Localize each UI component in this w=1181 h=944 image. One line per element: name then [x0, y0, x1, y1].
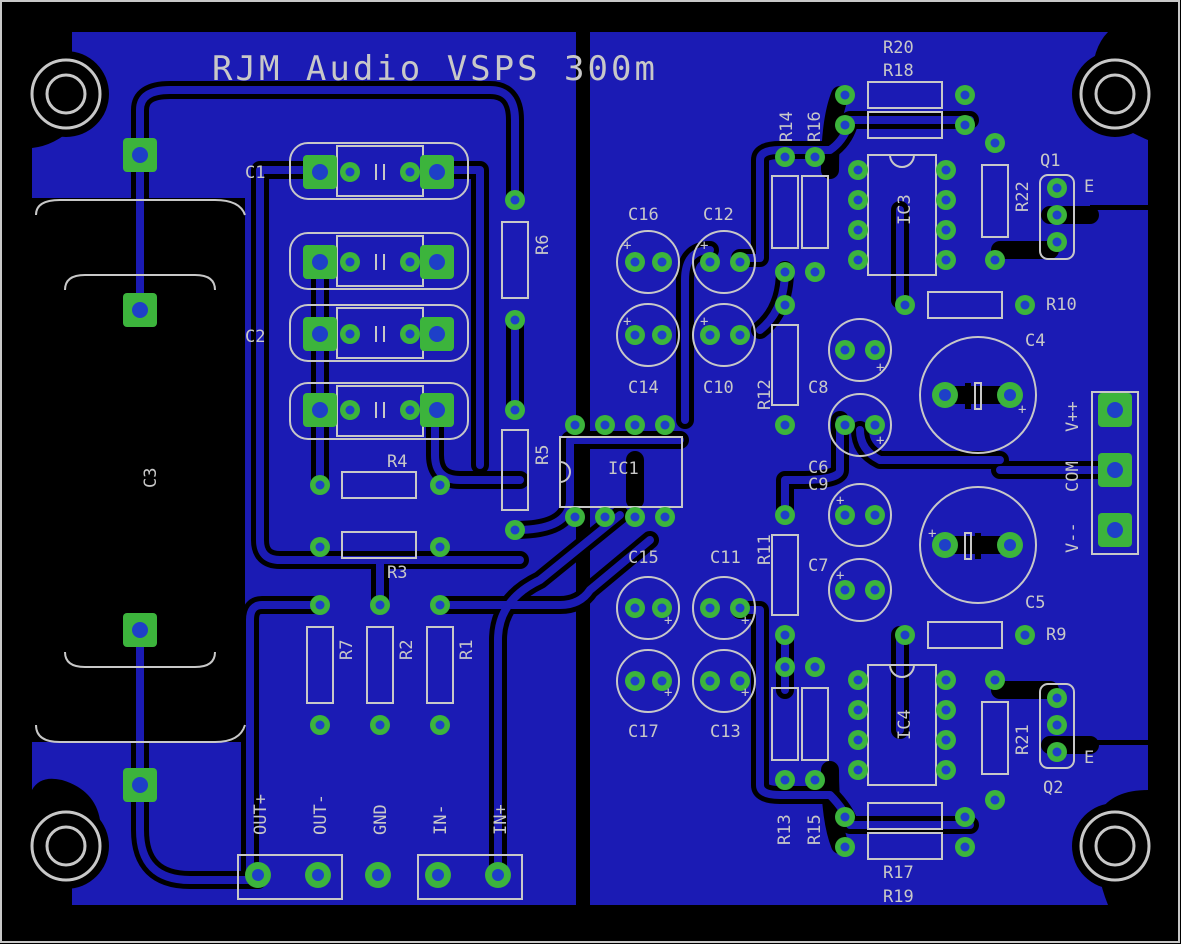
label-r16: R16	[805, 111, 825, 142]
label-c4: C4	[1025, 331, 1045, 351]
mounting-hole	[23, 803, 109, 889]
label-c11: C11	[710, 548, 741, 568]
cap-polarity-bars	[964, 382, 982, 560]
svg-text:+: +	[836, 493, 844, 509]
label-r11: R11	[755, 534, 775, 565]
label-c1: C1	[245, 163, 265, 183]
label-r14: R14	[777, 111, 797, 142]
label-c16: C16	[628, 205, 659, 225]
svg-text:+: +	[700, 238, 708, 254]
label-r18: R18	[883, 61, 914, 81]
label-r12: R12	[755, 379, 775, 410]
mounting-hole	[1072, 803, 1158, 889]
label-c8: C8	[808, 378, 828, 398]
label-c12: C12	[703, 205, 734, 225]
svg-text:+: +	[876, 360, 884, 376]
label-in-plus: IN+	[491, 804, 511, 835]
label-r15: R15	[805, 814, 825, 845]
label-r2: R2	[397, 640, 417, 660]
svg-text:+: +	[741, 685, 749, 701]
label-out-plus: OUT+	[251, 794, 271, 835]
svg-text:+: +	[664, 613, 672, 629]
film-cap-symbols	[375, 164, 385, 418]
label-c5: C5	[1025, 593, 1045, 613]
label-c15: C15	[628, 548, 659, 568]
label-com: COM	[1063, 461, 1083, 492]
label-r21: R21	[1013, 724, 1033, 755]
polarity-marks: + + + + + + + + + + + + + +	[623, 238, 1026, 701]
resistor-bodies	[306, 81, 1009, 860]
svg-text:+: +	[623, 238, 631, 254]
label-r10: R10	[1046, 295, 1077, 315]
label-c9: C9	[808, 475, 828, 495]
board-title: RJM Audio VSPS 300m	[212, 49, 658, 89]
label-v-plus: V++	[1063, 401, 1083, 432]
label-c6: C6	[808, 458, 828, 478]
svg-text:+: +	[741, 613, 749, 629]
label-gnd: GND	[371, 804, 391, 835]
label-c2: C2	[245, 327, 265, 347]
label-r3: R3	[387, 563, 407, 583]
svg-text:+: +	[836, 568, 844, 584]
svg-text:+: +	[876, 433, 884, 449]
mounting-hole	[1072, 51, 1158, 137]
label-r1: R1	[457, 640, 477, 660]
label-ic1: IC1	[608, 459, 639, 479]
label-e1: E	[1084, 177, 1094, 197]
label-c13: C13	[710, 722, 741, 742]
svg-text:+: +	[700, 314, 708, 330]
label-ic4: IC4	[895, 709, 915, 740]
label-r9: R9	[1046, 625, 1066, 645]
label-r4: R4	[387, 452, 407, 472]
label-r17: R17	[883, 863, 914, 883]
label-r13: R13	[775, 814, 795, 845]
svg-text:+: +	[623, 314, 631, 330]
label-q1: Q1	[1040, 151, 1060, 171]
label-v-minus: V--	[1063, 522, 1083, 553]
svg-text:+: +	[1018, 402, 1026, 418]
label-out-minus: OUT-	[311, 794, 331, 835]
label-c3: C3	[141, 468, 161, 488]
label-c10: C10	[703, 378, 734, 398]
label-e2: E	[1084, 748, 1094, 768]
label-c7: C7	[808, 556, 828, 576]
svg-text:+: +	[664, 685, 672, 701]
label-c14: C14	[628, 378, 659, 398]
label-r7: R7	[337, 640, 357, 660]
svg-text:+: +	[928, 526, 936, 542]
label-r19: R19	[883, 887, 914, 907]
silkscreen-outlines	[35, 142, 1139, 900]
label-r5: R5	[533, 445, 553, 465]
label-ic3: IC3	[895, 194, 915, 225]
label-c17: C17	[628, 722, 659, 742]
mounting-hole	[23, 51, 109, 137]
label-q2: Q2	[1043, 778, 1063, 798]
label-in-minus: IN-	[431, 804, 451, 835]
label-r22: R22	[1013, 181, 1033, 212]
label-r6: R6	[533, 235, 553, 255]
label-r20: R20	[883, 38, 914, 58]
